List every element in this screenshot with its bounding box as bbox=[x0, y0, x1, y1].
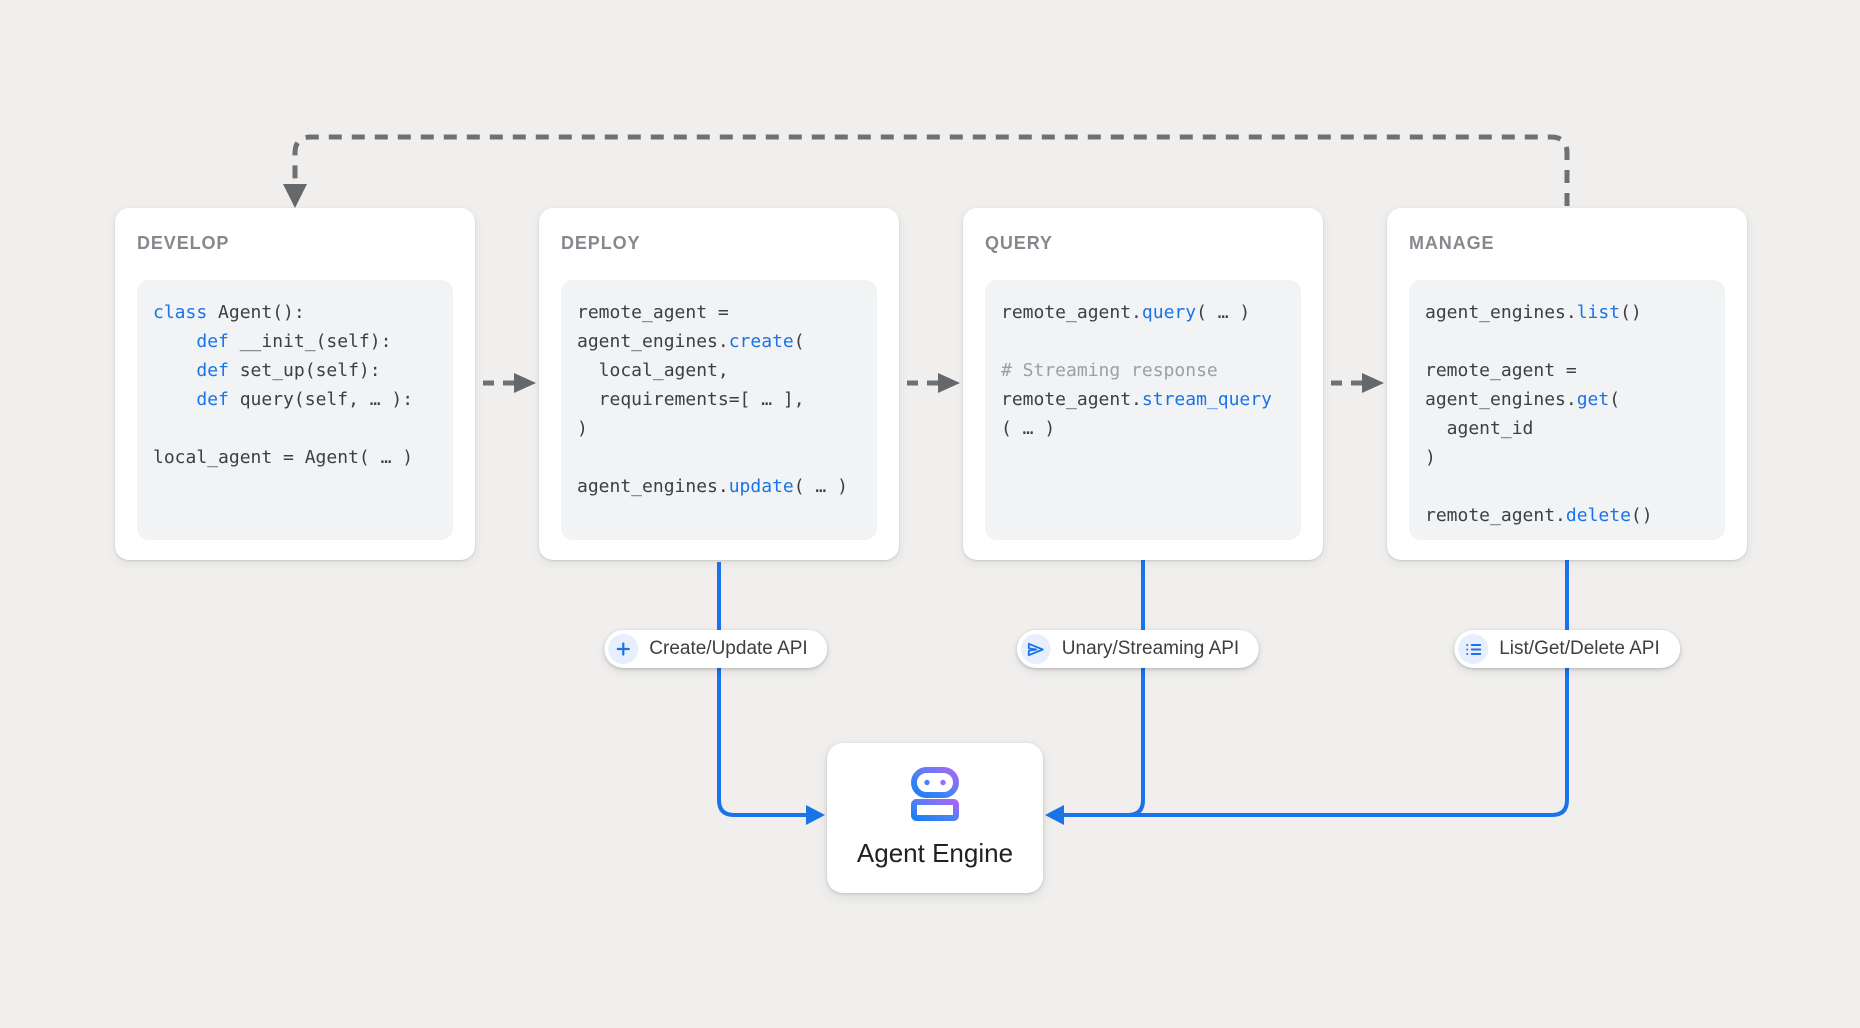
feedback-dashed-line bbox=[292, 134, 1570, 206]
card-manage-code: agent_engines.list() remote_agent = agent… bbox=[1409, 280, 1725, 540]
code-line: ) bbox=[577, 418, 588, 439]
list-get-delete-api-badge: List/Get/Delete API bbox=[1454, 630, 1680, 668]
code-line: agent_engines.list() bbox=[1425, 302, 1642, 323]
manage-to-engine-connector bbox=[1045, 560, 1569, 825]
create-update-api-badge: Create/Update API bbox=[604, 630, 828, 668]
code-line: ( … ) bbox=[1001, 418, 1056, 439]
code-line: def __init_(self): bbox=[196, 331, 392, 352]
code-line: remote_agent = bbox=[577, 302, 729, 323]
card-develop: DEVELOP class Agent(): def __init_(self)… bbox=[115, 208, 475, 560]
code-line: class Agent(): bbox=[153, 302, 305, 323]
flow-arrow-develop-deploy bbox=[483, 373, 536, 393]
code-line: def query(self, … ): bbox=[196, 389, 414, 410]
create-update-api-label: Create/Update API bbox=[649, 638, 808, 659]
code-line bbox=[1425, 472, 1709, 501]
card-query-code: remote_agent.query( … ) # Streaming resp… bbox=[985, 280, 1301, 540]
code-line bbox=[1425, 327, 1709, 356]
list-get-delete-api-label: List/Get/Delete API bbox=[1499, 638, 1660, 659]
card-manage: MANAGE agent_engines.list() remote_agent… bbox=[1387, 208, 1747, 560]
code-line: local_agent, bbox=[577, 360, 729, 381]
card-deploy: DEPLOY remote_agent = agent_engines.creat… bbox=[539, 208, 899, 560]
code-line bbox=[577, 443, 861, 472]
card-develop-title: DEVELOP bbox=[137, 233, 230, 253]
card-deploy-title: DEPLOY bbox=[561, 233, 641, 253]
code-line: agent_id bbox=[1425, 418, 1534, 439]
card-manage-title: MANAGE bbox=[1409, 233, 1495, 253]
robot-icon bbox=[911, 767, 959, 826]
flow-arrow-query-manage bbox=[1331, 373, 1384, 393]
send-icon bbox=[1020, 634, 1051, 664]
code-line: agent_engines.get( bbox=[1425, 389, 1621, 410]
code-line: remote_agent = bbox=[1425, 360, 1577, 381]
agent-engine-label: Agent Engine bbox=[856, 838, 1014, 868]
code-line bbox=[1001, 327, 1285, 356]
code-line: requirements=[ … ], bbox=[577, 389, 805, 410]
code-line: remote_agent.delete() bbox=[1425, 505, 1653, 526]
code-line: def set_up(self): bbox=[196, 360, 381, 381]
unary-streaming-api-badge: Unary/Streaming API bbox=[1016, 630, 1260, 668]
code-line bbox=[153, 414, 437, 443]
code-line: local_agent = Agent( … ) bbox=[153, 447, 414, 468]
card-query: QUERY remote_agent.query( … ) # Streamin… bbox=[963, 208, 1323, 560]
list-icon bbox=[1458, 634, 1489, 664]
agent-engine-node: Agent Engine bbox=[827, 743, 1043, 893]
card-query-title: QUERY bbox=[985, 233, 1053, 253]
query-to-engine-connector bbox=[1112, 560, 1145, 817]
code-line: agent_engines.create( bbox=[577, 331, 805, 352]
code-line: remote_agent.query( … ) bbox=[1001, 302, 1251, 323]
code-line: agent_engines.update( … ) bbox=[577, 476, 848, 497]
code-line: remote_agent.stream_query bbox=[1001, 389, 1272, 410]
deploy-to-engine-connector bbox=[717, 562, 825, 825]
feedback-arrowhead-icon bbox=[283, 184, 307, 208]
code-line: ) bbox=[1425, 447, 1436, 468]
plus-icon bbox=[608, 634, 639, 664]
code-line: # Streaming response bbox=[1001, 360, 1218, 381]
flow-arrow-deploy-query bbox=[907, 373, 960, 393]
unary-streaming-api-label: Unary/Streaming API bbox=[1061, 638, 1240, 659]
card-deploy-code: remote_agent = agent_engines.create( loca… bbox=[561, 280, 877, 540]
card-develop-code: class Agent(): def __init_(self): def se… bbox=[137, 280, 453, 540]
